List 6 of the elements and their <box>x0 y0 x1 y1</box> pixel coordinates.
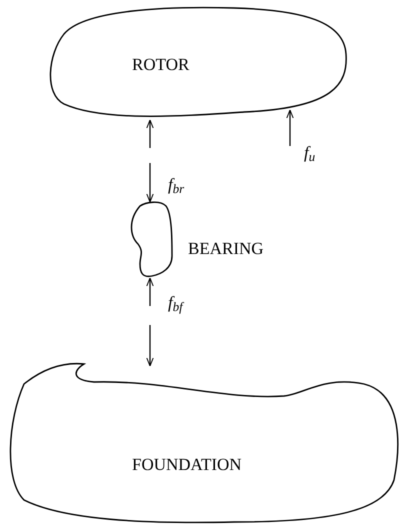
node-label: FOUNDATION <box>132 454 242 476</box>
force-label: f$_{br}$ <box>168 174 184 198</box>
node-label: ROTOR <box>132 54 190 76</box>
force-label: f$_{bf}$ <box>168 292 183 316</box>
force-label: f$_{u}$ <box>304 142 316 166</box>
node-label: BEARING <box>188 238 264 260</box>
